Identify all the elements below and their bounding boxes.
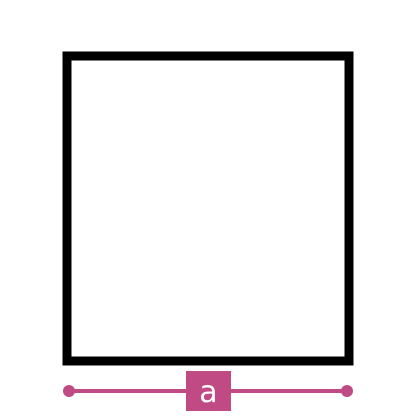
dimension-endpoint-left <box>63 385 75 397</box>
width-dimension: a <box>63 371 353 411</box>
dimension-label-box <box>186 371 231 411</box>
square-shape <box>62 51 354 366</box>
dimension-endpoint-right <box>341 385 353 397</box>
dimension-label: a <box>199 375 217 410</box>
